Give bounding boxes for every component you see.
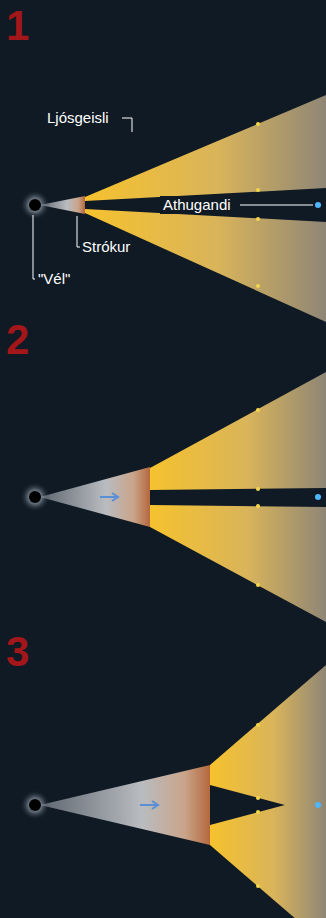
- light-beam: [85, 95, 326, 201]
- jet: [40, 467, 150, 527]
- engine-glow: [20, 482, 50, 512]
- light-beam: [150, 505, 326, 622]
- engine-glow: [20, 190, 50, 220]
- part-label: Strókur: [82, 238, 130, 256]
- observer-dot: [315, 802, 321, 808]
- callout-number: 1: [6, 4, 29, 48]
- engine: [29, 491, 41, 503]
- part-label: Ljósgeisli: [47, 109, 109, 127]
- light-beam: [210, 794, 326, 918]
- jet-arrow: [140, 801, 158, 809]
- leader-lines: [33, 118, 313, 279]
- light-beam: [85, 209, 326, 322]
- panel-two: [20, 372, 326, 622]
- jet-arrow: [100, 493, 118, 501]
- engine-glow: [20, 790, 50, 820]
- light-beam: [150, 372, 326, 490]
- panel-one: [20, 95, 326, 322]
- jet: [40, 765, 210, 845]
- callout-number: 2: [6, 318, 29, 362]
- beam-dots: [256, 723, 260, 888]
- observer-dot: [315, 494, 321, 500]
- panel-three: [20, 665, 326, 918]
- beam-dots: [256, 408, 260, 587]
- light-beam: [210, 665, 326, 816]
- part-label: "Vél": [38, 270, 70, 288]
- engine: [29, 799, 41, 811]
- observer-dot: [315, 202, 321, 208]
- engine: [29, 199, 41, 211]
- callout-number: 3: [6, 630, 29, 674]
- part-label: Athugandi: [160, 196, 234, 214]
